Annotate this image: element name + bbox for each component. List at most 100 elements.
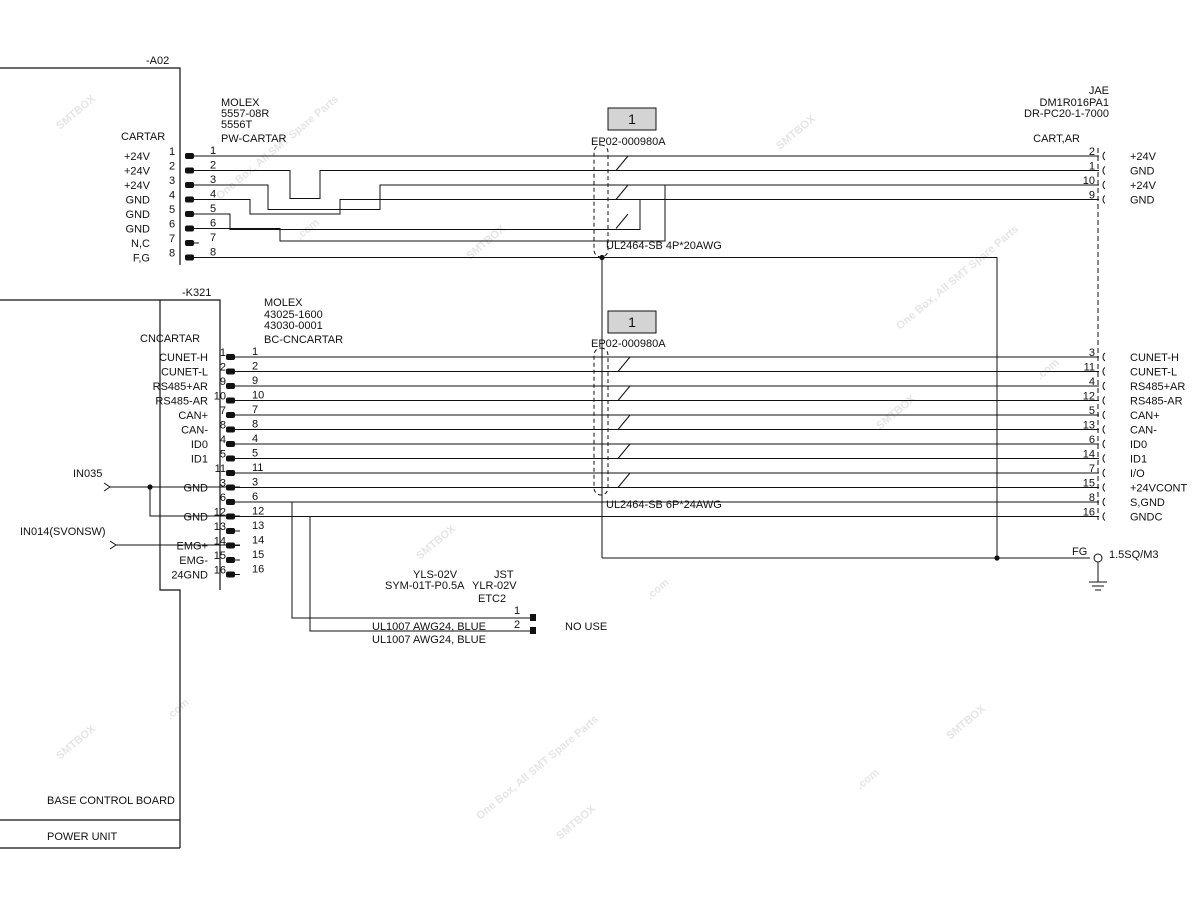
power-board-outline [0, 67, 181, 265]
comm-board-outline [0, 299, 221, 590]
connector-pin [226, 470, 235, 476]
comm-pin-signal: CUNET-H [159, 352, 208, 364]
comm-pin-signal: EMG- [179, 555, 208, 567]
comm-pin-signal: CAN- [181, 425, 208, 437]
far-connector-maker: JAE [1089, 85, 1109, 97]
wire-power-fg [199, 257, 998, 558]
far-connector-name: CART,AR [1033, 133, 1080, 145]
badge-box [607, 107, 657, 131]
watermark-text: SMTBOX [554, 802, 598, 842]
far-pin-number: 13 [1083, 420, 1095, 432]
power-pin-number-near: 1 [169, 146, 175, 158]
comm-pin-signal: ID0 [191, 439, 208, 451]
power-connector-maker: MOLEX [221, 97, 260, 109]
far-pin-number: 14 [1083, 449, 1095, 461]
power-pin-number-near: 2 [169, 161, 175, 173]
power-pin-number-cable: 5 [210, 203, 216, 215]
far-pin-signal: +24V [1130, 180, 1157, 192]
far-connector-socket [1102, 497, 1106, 507]
connector-pin [226, 412, 235, 418]
comm-pin-number-cable: 11 [252, 462, 263, 474]
etc2-maker: JST [494, 569, 514, 581]
wire-in035-branch [149, 487, 240, 517]
power-pin-signal: F,G [133, 253, 150, 265]
comm-pin-number-cable: 6 [252, 491, 258, 503]
far-pin-signal: CAN- [1130, 425, 1157, 437]
power-connector-name: PW-CARTAR [221, 133, 286, 145]
connector-pin [226, 383, 235, 389]
etc2-pin [530, 614, 536, 621]
far-pin-signal: +24V [1130, 151, 1157, 163]
power-pin-signal: GND [126, 224, 151, 236]
power-pin-number-near: 8 [169, 248, 175, 260]
far-connector-socket [1102, 468, 1106, 478]
far-connector-socket [1102, 439, 1106, 449]
power-cable-shield [593, 144, 609, 258]
etc2-note: NO USE [565, 621, 607, 633]
watermark-text: .com [1034, 356, 1062, 382]
ground-terminal [1093, 553, 1103, 563]
far-connector-socket [1102, 180, 1106, 190]
twisted-pair-mark [617, 472, 631, 488]
watermark-text: SMTBOX [774, 112, 818, 152]
comm-pin-number-cable: 12 [252, 506, 264, 518]
far-pin-number: 7 [1089, 463, 1095, 475]
power-pin-signal: +24V [124, 166, 151, 178]
far-pin-signal: RS485+AR [1130, 381, 1185, 393]
connector-pin [226, 441, 235, 447]
comm-pin-number-near: 8 [220, 420, 226, 432]
twisted-pair-mark [615, 213, 629, 229]
comm-pin-number-cable: 1 [252, 346, 258, 358]
connector-pin [185, 254, 194, 261]
comm-connector-maker: MOLEX [264, 297, 303, 309]
far-connector-socket [1102, 483, 1106, 492]
power-pin-number-near: 7 [169, 233, 175, 245]
comm-pin-number-cable: 3 [252, 477, 258, 489]
comm-pin-signal: 24GND [171, 570, 208, 582]
far-pin-number: 3 [1089, 347, 1095, 359]
far-pin-number: 9 [1089, 190, 1095, 202]
far-connector-socket [1102, 381, 1106, 391]
comm-pin-number-cable: 14 [252, 535, 264, 547]
comm-pin-signal: EMG+ [177, 541, 208, 553]
far-connector-part: DM1R016PA1 [1040, 97, 1110, 109]
watermark-text: SMTBOX [54, 722, 98, 762]
far-pin-signal: CAN+ [1130, 410, 1160, 422]
comm-pin-number-near: 1 [220, 347, 226, 359]
far-pin-number: 4 [1089, 376, 1095, 388]
comm-pin-number-near: 9 [220, 376, 226, 388]
input-in014: IN014(SVONSW) [20, 526, 106, 538]
comm-pin-number-cable: 4 [252, 433, 258, 445]
wire-etc2-1 [240, 501, 532, 619]
badge-box [607, 310, 657, 334]
badge-number: 1 [628, 111, 636, 127]
power-cable-type: UL2464-SB 4P*20AWG [606, 240, 722, 252]
watermark-text: SMTBOX [464, 222, 508, 262]
comm-board-ref: -K321 [182, 287, 211, 299]
comm-pin-signal: RS485-AR [155, 396, 208, 408]
far-connector-socket [1102, 151, 1106, 161]
comm-pin-number-near: 16 [214, 565, 226, 577]
comm-pin-signal: CAN+ [178, 410, 208, 422]
power-connector-label: CARTAR [121, 131, 165, 143]
power-pin-number-near: 4 [169, 190, 175, 202]
connector-pin [185, 225, 194, 232]
comm-pin-number-near: 5 [220, 449, 226, 461]
comm-pin-number-cable: 2 [252, 361, 258, 373]
connector-pin [185, 167, 194, 174]
far-pin-signal: S,GND [1130, 497, 1165, 509]
far-pin-number: 16 [1083, 507, 1095, 519]
connector-pin [226, 354, 235, 360]
base-board-label: BASE CONTROL BOARD [47, 795, 175, 807]
etc2-pin [530, 627, 536, 634]
far-pin-signal: GND [1130, 195, 1155, 207]
board-frames [0, 67, 221, 849]
comm-pin-number-near: 15 [214, 550, 226, 562]
power-pin-number-cable: 1 [210, 145, 216, 157]
far-connector-socket [1102, 195, 1106, 204]
twisted-pair-mark [615, 184, 629, 200]
power-pin-signal: N,C [131, 238, 150, 250]
far-pin-number: 11 [1084, 362, 1095, 374]
